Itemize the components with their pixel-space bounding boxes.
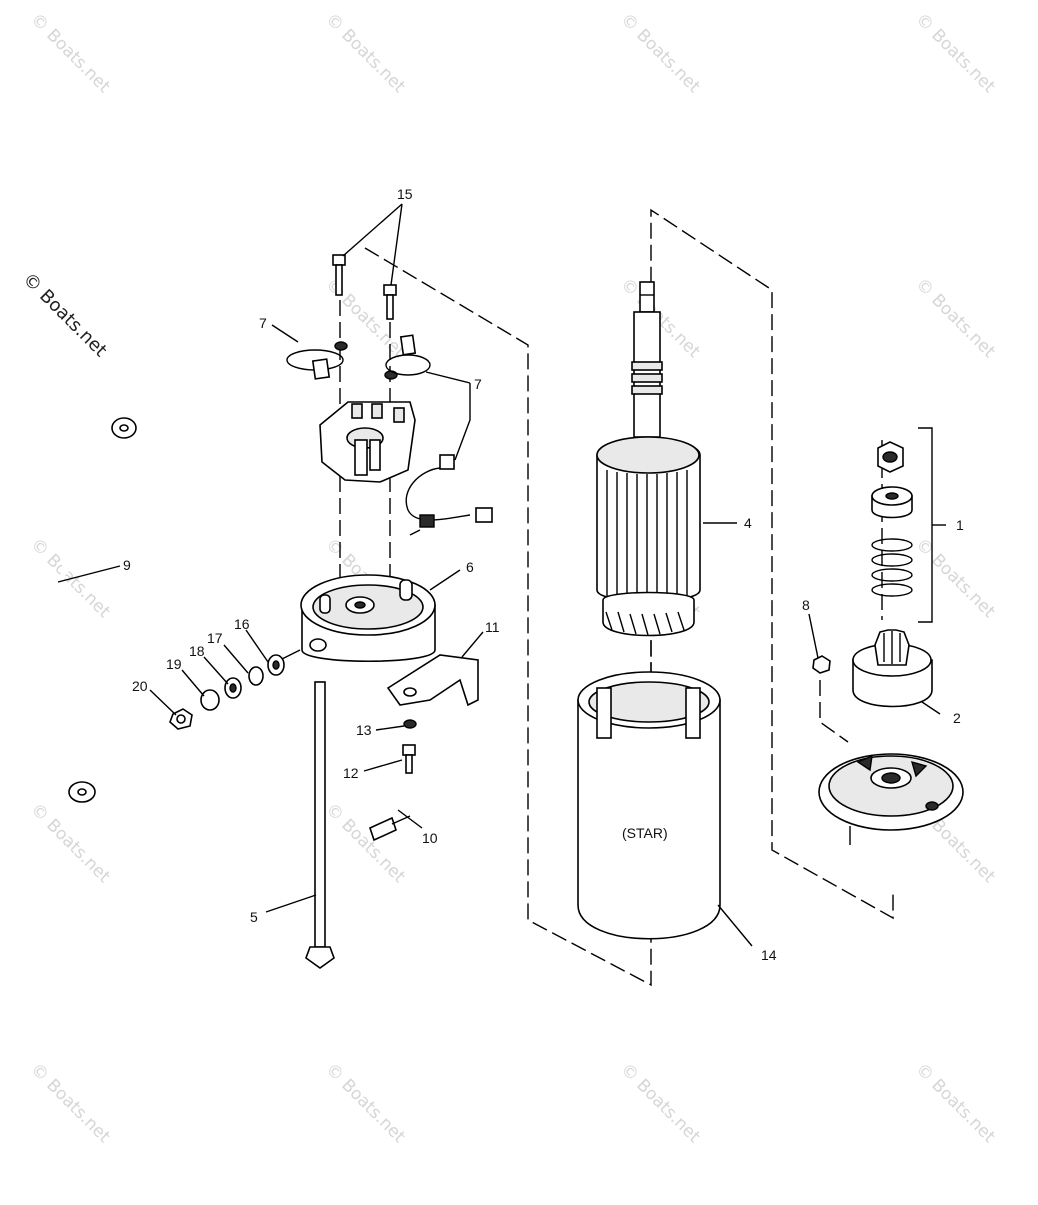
watermark: © Boats.net (616, 9, 704, 97)
callout-5: 5 (250, 909, 258, 925)
watermark: © Boats.net (321, 799, 409, 887)
watermark: © Boats.net (26, 1059, 114, 1147)
drive-end-plate (818, 753, 964, 845)
brush-springs (286, 334, 493, 536)
battery-cable (49, 417, 137, 803)
watermark: © Boats.net (26, 799, 114, 887)
callout-20: 20 (132, 678, 148, 694)
leader-lines (57, 203, 941, 947)
callout-4: 4 (744, 515, 752, 531)
mounting-bracket (369, 654, 479, 842)
pinion-drive (852, 629, 933, 708)
spring (871, 538, 913, 597)
callout-7-right: 7 (474, 376, 482, 392)
callout-19: 19 (166, 656, 182, 672)
callout-2: 2 (953, 710, 961, 726)
watermark: © Boats.net (911, 1059, 999, 1147)
callout-12: 12 (343, 765, 359, 781)
callout-1: 1 (956, 517, 964, 533)
callout-16: 16 (234, 616, 250, 632)
drive-stack (871, 427, 946, 623)
callout-18: 18 (189, 643, 205, 659)
callout-labels: 1 2 4 5 6 7 7 8 9 10 11 12 13 14 15 16 1… (123, 186, 964, 963)
callout-11: 11 (485, 619, 500, 635)
housing: (STAR) (577, 671, 721, 940)
watermark: © Boats.net (321, 1059, 409, 1147)
housing-label: (STAR) (622, 825, 668, 841)
callout-7-left: 7 (259, 315, 267, 331)
callout-8: 8 (802, 597, 810, 613)
callout-17: 17 (207, 630, 223, 646)
callout-6: 6 (466, 559, 474, 575)
callout-9: 9 (123, 557, 131, 573)
through-bolt (305, 681, 335, 969)
callout-13: 13 (356, 722, 372, 738)
brush-holder (319, 401, 416, 483)
watermark: © Boats.net (26, 9, 114, 97)
callout-15: 15 (397, 186, 413, 202)
watermark: © Boats.net (911, 9, 999, 97)
watermark: © Boats.net (321, 9, 409, 97)
watermark: © Boats.net (911, 534, 999, 622)
watermark: © Boats.net (616, 1059, 704, 1147)
callout-14: 14 (761, 947, 777, 963)
callout-10: 10 (422, 830, 438, 846)
armature (596, 281, 701, 637)
terminal-hardware (169, 649, 301, 730)
end-cap (300, 574, 436, 662)
armature-slots (606, 470, 688, 603)
watermark: © Boats.net (911, 274, 999, 362)
watermark-layer: © Boats.net © Boats.net © Boats.net © Bo… (26, 9, 999, 1147)
copyright-watermark: © Boats.net (18, 269, 110, 361)
small-nut (812, 655, 831, 674)
